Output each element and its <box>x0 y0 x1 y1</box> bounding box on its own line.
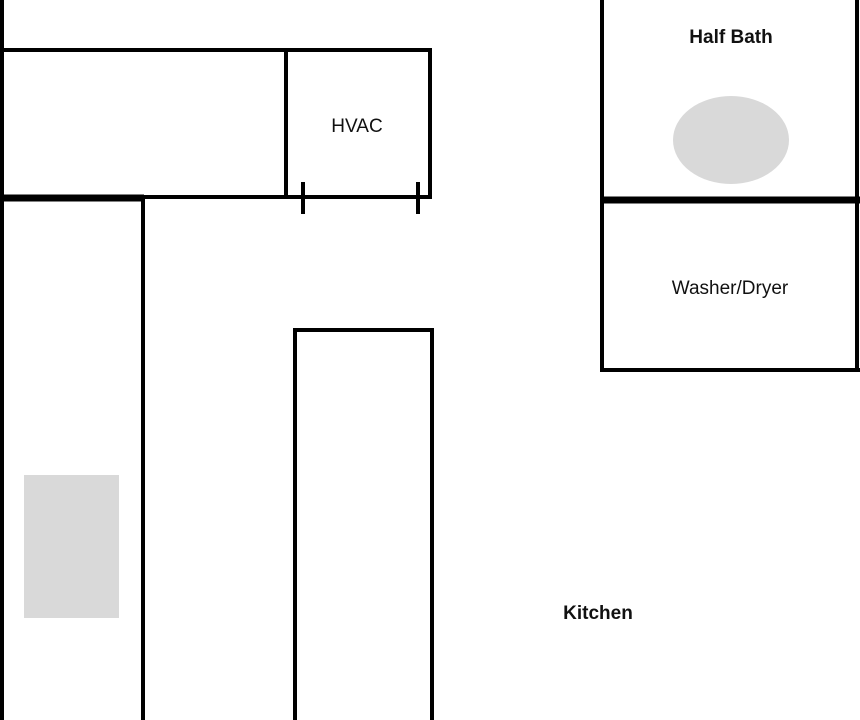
kitchen-room: Kitchen <box>563 603 633 624</box>
room-label-washer-dryer: Washer/Dryer <box>672 278 789 299</box>
left-room <box>0 198 145 720</box>
washer-dryer-room: Washer/Dryer <box>600 200 860 372</box>
room-label-half-bath: Half Bath <box>689 27 772 48</box>
room-label-kitchen: Kitchen <box>563 603 633 624</box>
center-counter <box>293 328 434 720</box>
toilet-fixture <box>673 96 789 184</box>
fixture-rectangle <box>24 475 119 618</box>
room-label-hvac: HVAC <box>331 116 382 137</box>
half-bath-room: Half Bath <box>600 0 860 204</box>
storage-closet <box>0 0 432 202</box>
hvac-room: HVAC <box>286 50 432 214</box>
